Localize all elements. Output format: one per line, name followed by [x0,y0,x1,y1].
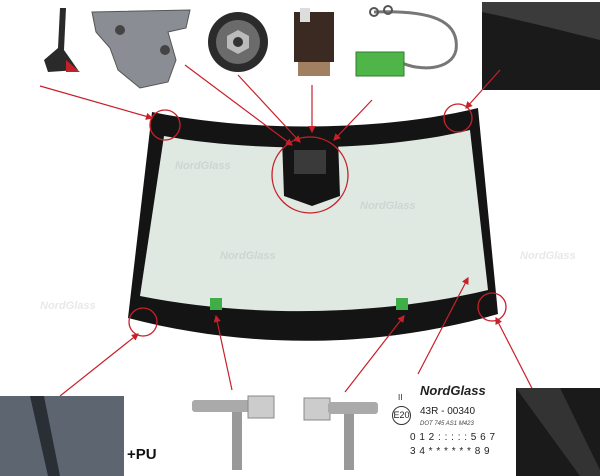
dot-code: DOT 745 AS1 M423 [420,421,474,427]
antenna-part-thumbnail [44,8,80,72]
pu-label: +PU [127,446,157,463]
sensor-part-thumbnail [294,8,334,76]
callout-circle-mirror [271,136,349,214]
bracket-part-thumbnail [91,9,191,89]
brand-logo-text: NordGlass [420,383,486,398]
watermark: NordGlass [175,160,231,172]
mark-top: II [398,393,403,402]
pu-seal-thumbnail [0,396,124,476]
watermark: NordGlass [220,250,276,262]
watermark: NordGlass [520,250,576,262]
e-mark: E20 [392,406,411,425]
heating-connector-thumbnail [355,5,458,77]
callout-circle-edge [443,103,473,133]
windshield [128,108,498,341]
watermark: NordGlass [360,200,416,212]
clip-right-thumbnail [303,397,378,470]
mirror-mount-thumbnail [208,12,268,72]
glass-corner-thumbnail [516,388,600,476]
callout-circle-antenna [149,109,181,141]
clip-left-thumbnail [192,395,275,470]
date-code-line-1: 0 1 2 : : : : : 5 6 7 [410,432,496,443]
callout-circle-pu [128,307,158,337]
date-code-line-2: 3 4 * * * * * * 8 9 [410,446,491,457]
approval-number: 43R - 00340 [420,406,476,417]
callout-circle-bottom-edge [477,292,507,322]
watermark: NordGlass [40,300,96,312]
glass-edge-thumbnail [482,2,600,90]
certification-label: NordGlass II E20 43R - 00340 DOT 745 AS1… [388,380,513,476]
